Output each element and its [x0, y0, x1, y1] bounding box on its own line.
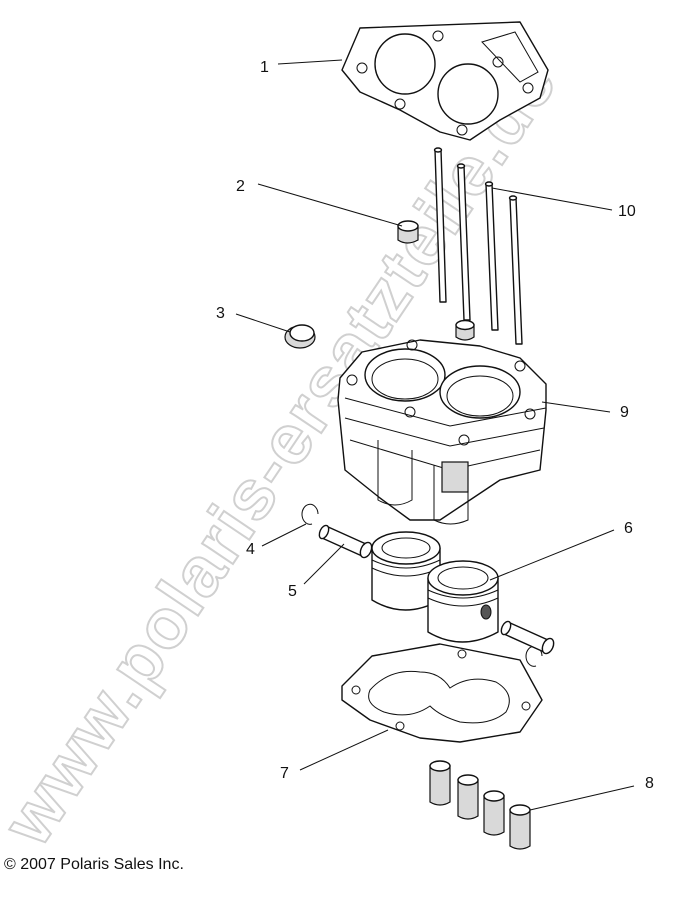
dowel-pin-2	[455, 319, 475, 341]
leader-10	[491, 187, 613, 211]
callout-1: 1	[260, 59, 269, 76]
callout-3: 3	[216, 305, 225, 322]
callout-9: 9	[620, 404, 629, 421]
head-gasket	[341, 21, 549, 141]
callout-4: 4	[246, 541, 255, 558]
base-gasket	[341, 643, 543, 743]
callout-8: 8	[645, 775, 654, 792]
callout-10: 10	[618, 203, 636, 220]
wrist-pin	[318, 524, 373, 559]
callout-7: 7	[280, 765, 289, 782]
circlip	[301, 503, 319, 525]
dowel-pin	[397, 220, 419, 244]
leader-7	[299, 729, 389, 771]
leader-9	[541, 401, 611, 413]
leader-8	[529, 785, 635, 811]
copyright-notice: © 2007 Polaris Sales Inc.	[4, 856, 184, 873]
callout-5: 5	[288, 583, 297, 600]
leader-6	[489, 529, 615, 581]
studs	[433, 147, 523, 345]
leader-5	[303, 543, 345, 585]
leader-3	[235, 313, 291, 333]
plug	[284, 324, 316, 349]
leader-1	[277, 59, 343, 65]
callout-6: 6	[624, 520, 633, 537]
piston-right	[427, 560, 499, 643]
leader-2	[257, 183, 403, 227]
cylinder-block	[337, 339, 547, 525]
dowel-sleeves	[429, 760, 531, 850]
leader-4	[261, 523, 307, 547]
wrist-pin-2	[500, 620, 555, 655]
callout-2: 2	[236, 178, 245, 195]
